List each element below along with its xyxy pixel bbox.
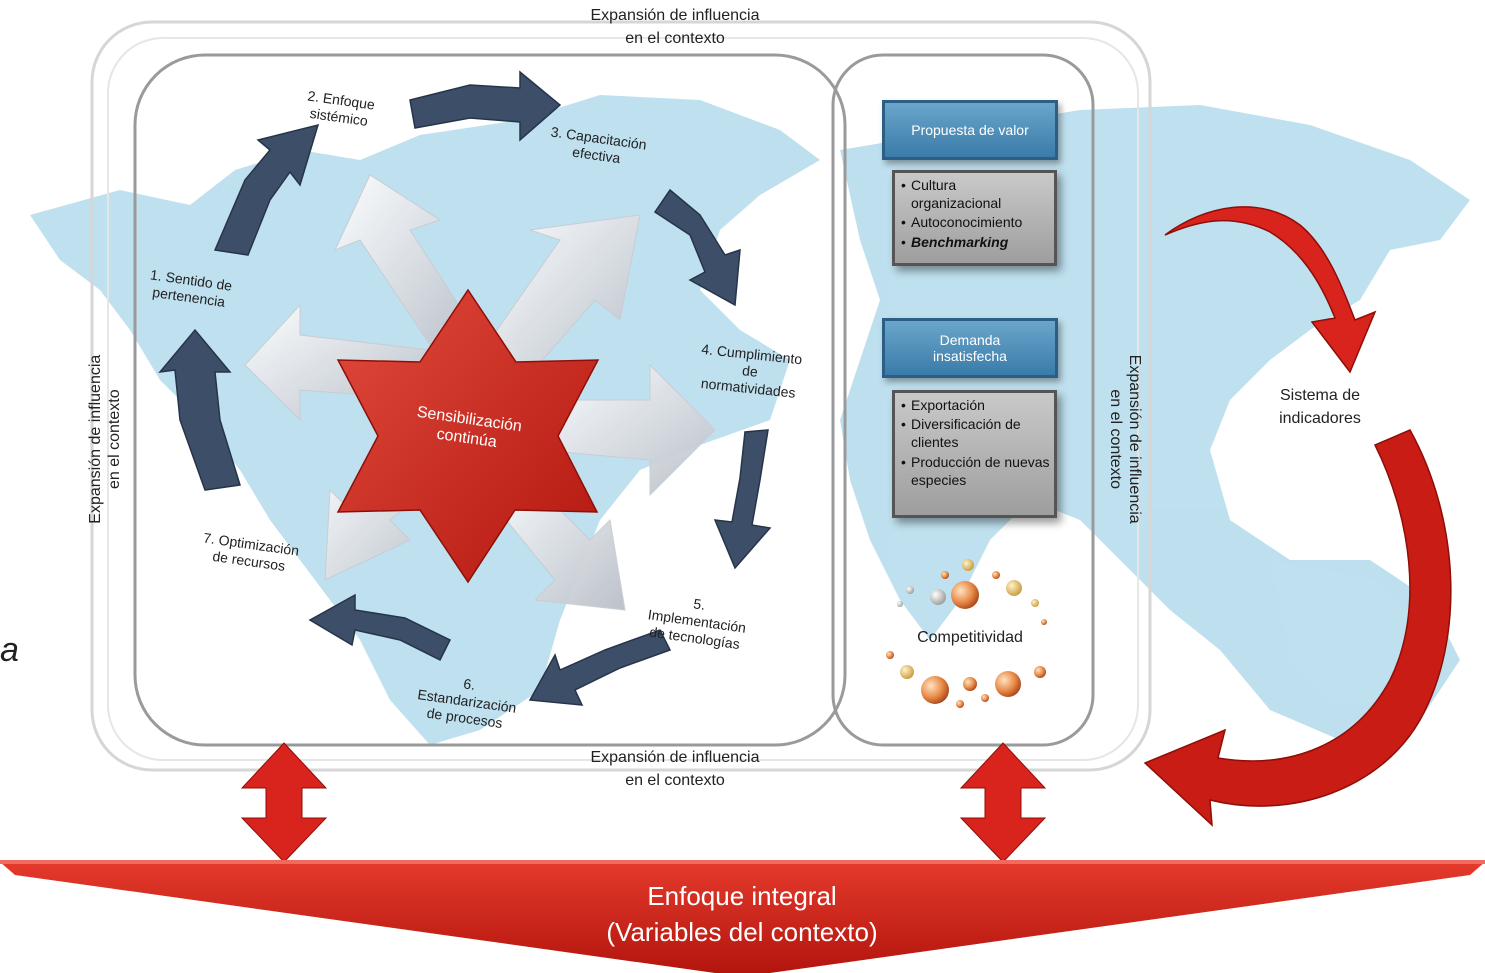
integral-banner-line2: (Variables del contexto): [606, 917, 878, 948]
indicators-label-line1: Sistema de: [1279, 387, 1361, 404]
integral-banner: [0, 860, 1485, 973]
context-label-left-line2: en el contexto: [106, 389, 123, 489]
unmet-demand-title-line2: insatisfecha: [933, 348, 1007, 364]
demand-item-export: Exportación: [901, 396, 1050, 414]
value-frame: [831, 53, 1095, 747]
context-label-left: Expansión de influencia en el contexto: [86, 319, 124, 559]
value-item-self-knowledge: Autoconocimiento: [901, 213, 1050, 231]
value-proposition-body: Cultura organizacional Autoconocimiento …: [892, 170, 1057, 266]
edge-glyph: a: [0, 631, 19, 669]
context-label-bottom-line2: en el contexto: [625, 772, 725, 790]
context-label-top-line2: en el contexto: [625, 30, 725, 48]
context-label-top: Expansión de influencia en el contexto: [555, 6, 795, 48]
value-proposition-title: Propuesta de valor: [911, 121, 1029, 138]
indicators-label: Sistema de indicadores: [1255, 386, 1385, 428]
indicator-arrow-bottom: [1143, 429, 1452, 827]
unmet-demand-title: Demanda insatisfecha: [933, 332, 1007, 364]
unmet-demand-body: Exportación Diversificación de clientes …: [892, 390, 1057, 518]
demand-item-species-text: Producción de nuevas especies: [911, 453, 1050, 488]
integral-banner-text: Enfoque integral (Variables del contexto…: [492, 878, 992, 951]
value-proposition-header: Propuesta de valor: [882, 100, 1058, 160]
value-item-benchmarking-text: Benchmarking: [911, 233, 1009, 250]
context-label-bottom: Expansión de influencia en el contexto: [555, 748, 795, 790]
competitiveness-label: Competitividad: [917, 629, 1023, 646]
value-item-benchmarking: Benchmarking: [901, 233, 1050, 251]
indicator-arrow-top: [1164, 206, 1377, 374]
demand-item-clients-text: Diversificación de clientes: [911, 416, 1021, 451]
value-item-culture-text: Cultura organizacional: [911, 177, 1002, 212]
demand-item-clients: Diversificación de clientes: [901, 415, 1050, 451]
context-label-top-line1: Expansión de influencia: [590, 7, 760, 24]
unmet-demand-header: Demanda insatisfecha: [882, 318, 1058, 378]
context-label-right-line2: en el contexto: [1107, 389, 1124, 489]
value-proposition-list: Cultura organizacional Autoconocimiento …: [899, 176, 1050, 251]
demand-item-export-text: Exportación: [911, 397, 985, 413]
context-frame-outer: [90, 20, 1152, 772]
indicators-label-line2: indicadores: [1279, 410, 1361, 428]
process-frame: [133, 53, 847, 747]
context-frame-outer-2: [107, 37, 1139, 761]
demand-item-species: Producción de nuevas especies: [901, 453, 1050, 489]
value-item-self-knowledge-text: Autoconocimiento: [911, 214, 1023, 231]
unmet-demand-title-line1: Demanda: [939, 331, 1001, 348]
context-label-left-line1: Expansión de influencia: [86, 354, 104, 524]
context-label-right: Expansión de influencia en el contexto: [1106, 319, 1144, 559]
context-label-bottom-line1: Expansión de influencia: [590, 749, 760, 766]
integral-banner-line1: Enfoque integral: [647, 881, 837, 911]
center-star: [336, 288, 600, 584]
cycle-arrows: [158, 70, 772, 706]
unmet-demand-list: Exportación Diversificación de clientes …: [899, 396, 1050, 489]
context-label-right-line1: Expansión de influencia: [1126, 354, 1144, 524]
competitiveness-spheres: [886, 559, 1047, 708]
value-item-culture: Cultura organizacional: [901, 176, 1050, 212]
